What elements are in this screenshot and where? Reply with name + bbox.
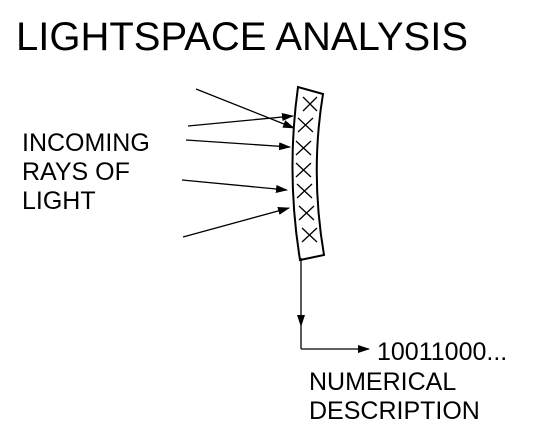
light-ray-3 — [185, 139, 291, 151]
light-ray-2 — [187, 113, 294, 127]
curved-sensor — [291, 85, 326, 262]
incoming-label-line-1: INCOMING — [22, 129, 150, 157]
sensor-cell-2 — [297, 117, 314, 133]
sensor-cell-4 — [295, 162, 312, 178]
light-ray-1 — [195, 88, 295, 129]
sensor-cell-6 — [298, 205, 315, 221]
sensor-cell-1 — [302, 96, 318, 112]
incoming-label-line-2: RAYS OF — [22, 158, 130, 186]
light-ray-4 — [181, 179, 288, 193]
output-label-line-2: DESCRIPTION — [309, 397, 480, 425]
diagram-title: LIGHTSPACE ANALYSIS — [16, 15, 468, 59]
incoming-label-line-3: LIGHT — [22, 187, 96, 215]
output-value: 10011000... — [377, 338, 507, 366]
output-label-line-1: NUMERICAL — [309, 368, 456, 396]
sensor-outline — [291, 85, 326, 262]
light-ray-5 — [182, 207, 290, 238]
sensor-cell-3 — [295, 140, 312, 156]
incoming-rays — [181, 88, 295, 238]
sensor-cell-7 — [301, 227, 318, 243]
sensor-cells — [295, 96, 318, 243]
sensor-cell-5 — [296, 183, 313, 199]
